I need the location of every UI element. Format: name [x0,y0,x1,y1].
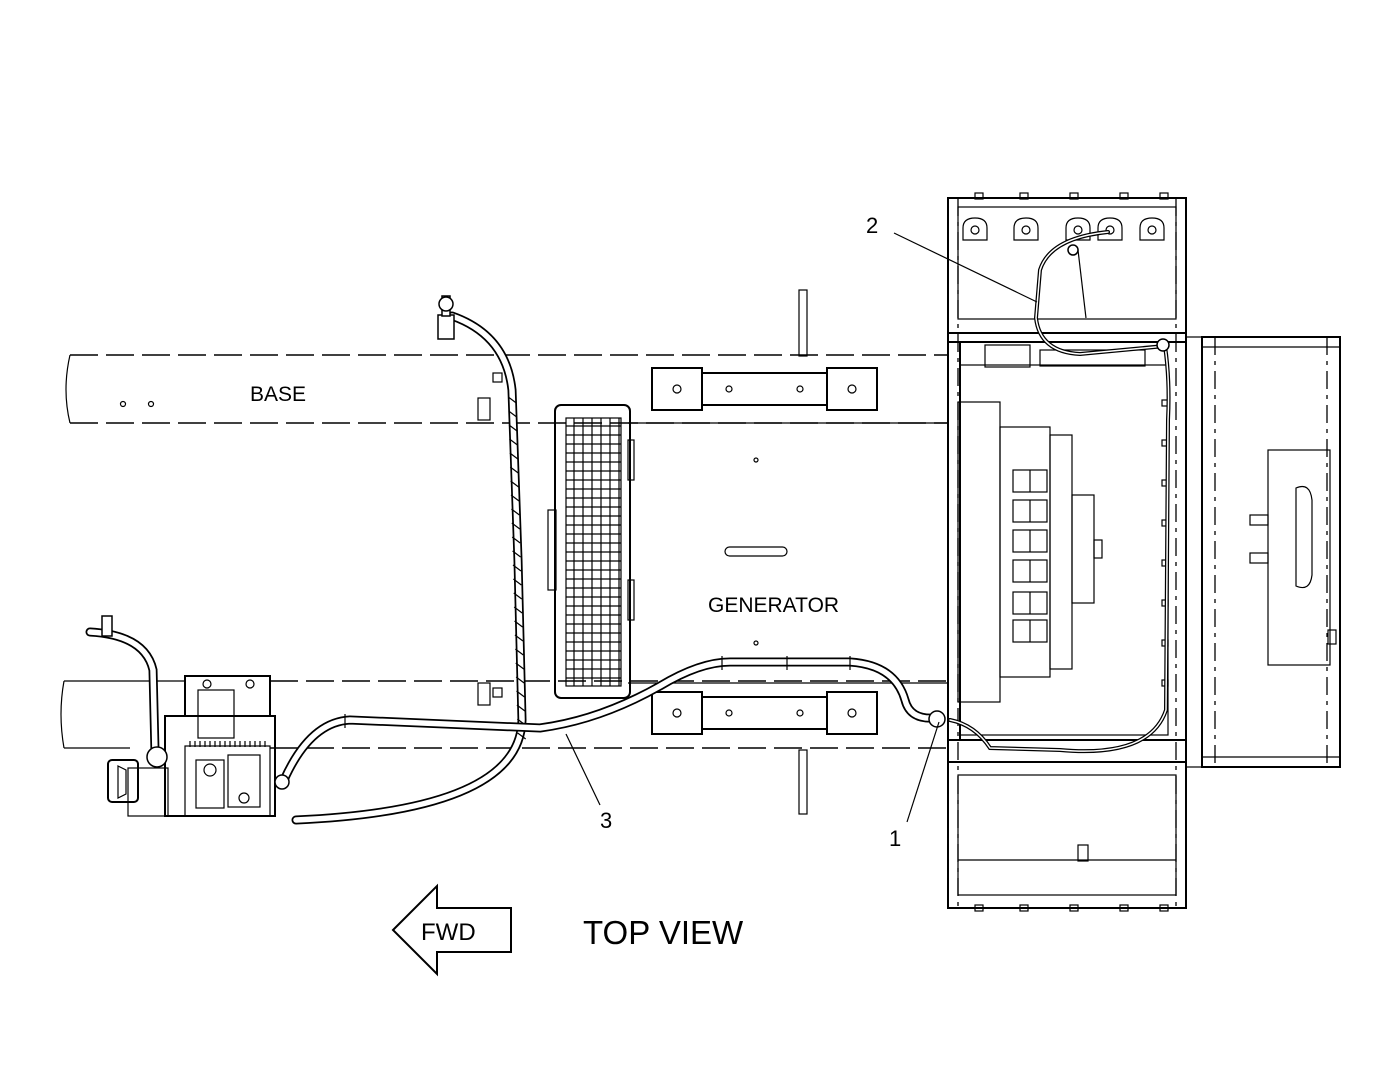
base-label: BASE [250,383,306,406]
conduit-wrap [510,480,519,488]
terminal-lug [962,217,988,241]
mount-bracket-lower [651,691,878,815]
callout-3-number: 3 [600,808,612,833]
jb-connector [203,763,217,777]
conduit-wrap [509,466,519,474]
forward-arrow-label: FWD [421,919,476,946]
bracket-plate [984,344,1031,368]
conduit-wrap [513,578,522,586]
conduit-wrap [515,676,525,684]
conduit-wrap [513,606,523,614]
conduit-wrap [514,620,523,628]
lug-bolt [1147,225,1157,235]
terminal-lug [1097,217,1123,241]
harness-conduit-vertical [291,295,527,825]
view-title: TOP VIEW [583,914,744,951]
callout-2: 2 [866,213,1038,303]
terminal-lug [1139,217,1165,241]
bracket-plate [1039,349,1146,367]
top-bolt [1159,192,1169,200]
jb-relay [195,759,225,809]
jb-relay [227,754,261,808]
callout-1: 1 [889,721,940,851]
junction-box [107,675,276,817]
conduit-wrap [511,536,521,544]
conduit-wrap [510,494,520,502]
conduit-wrap [511,508,520,516]
terminal-lug [1013,217,1039,241]
conduit-wrap [512,564,522,572]
top-bolt [974,192,984,200]
bottom-bolt [1069,904,1079,912]
forward-arrow: FWD [391,883,512,977]
conduit-wrap [509,438,518,446]
conduit-wrap [516,690,525,698]
conduit-wrap [516,704,526,712]
conduit-wrap [509,452,519,460]
conduit-wrap [511,522,521,530]
wire-upper-to-housing [948,230,1171,754]
bottom-bolt [1159,904,1169,912]
top-bolt [1069,192,1079,200]
generator-body [628,422,948,684]
bottom-bolt [1119,904,1129,912]
mount-bracket-upper [651,289,878,411]
hose-left-vertical [85,615,168,768]
callout-3: 3 [565,733,612,833]
bottom-bolt [974,904,984,912]
conduit-wrap [517,732,527,740]
harness-hose-main [274,656,946,790]
generator-label: GENERATOR [708,594,839,617]
conduit-wrap [512,550,521,558]
lug-bolt [1073,225,1083,235]
conduit-wrap [507,396,517,404]
base-rail-lower [60,680,948,749]
conduit-wrap [514,648,524,656]
conduit-wrap [514,634,524,642]
conduit-wrap [513,592,523,600]
lug-bolt [1021,225,1031,235]
generator-terminal-housing [947,192,1187,912]
radiator-grille [547,404,635,699]
lug-bolt [970,225,980,235]
callout-1-number: 1 [889,826,901,851]
top-bolt [1019,192,1029,200]
conduit-wrap [515,662,525,670]
terminal-lug [1065,217,1091,241]
callout-2-number: 2 [866,213,878,238]
conduit-wrap [508,424,518,432]
end-panel [1185,336,1341,768]
jb-connector [238,792,250,804]
lug-bolt [1105,225,1115,235]
top-bolt [1119,192,1129,200]
bottom-bolt [1019,904,1029,912]
conduit-wrap [508,410,518,418]
